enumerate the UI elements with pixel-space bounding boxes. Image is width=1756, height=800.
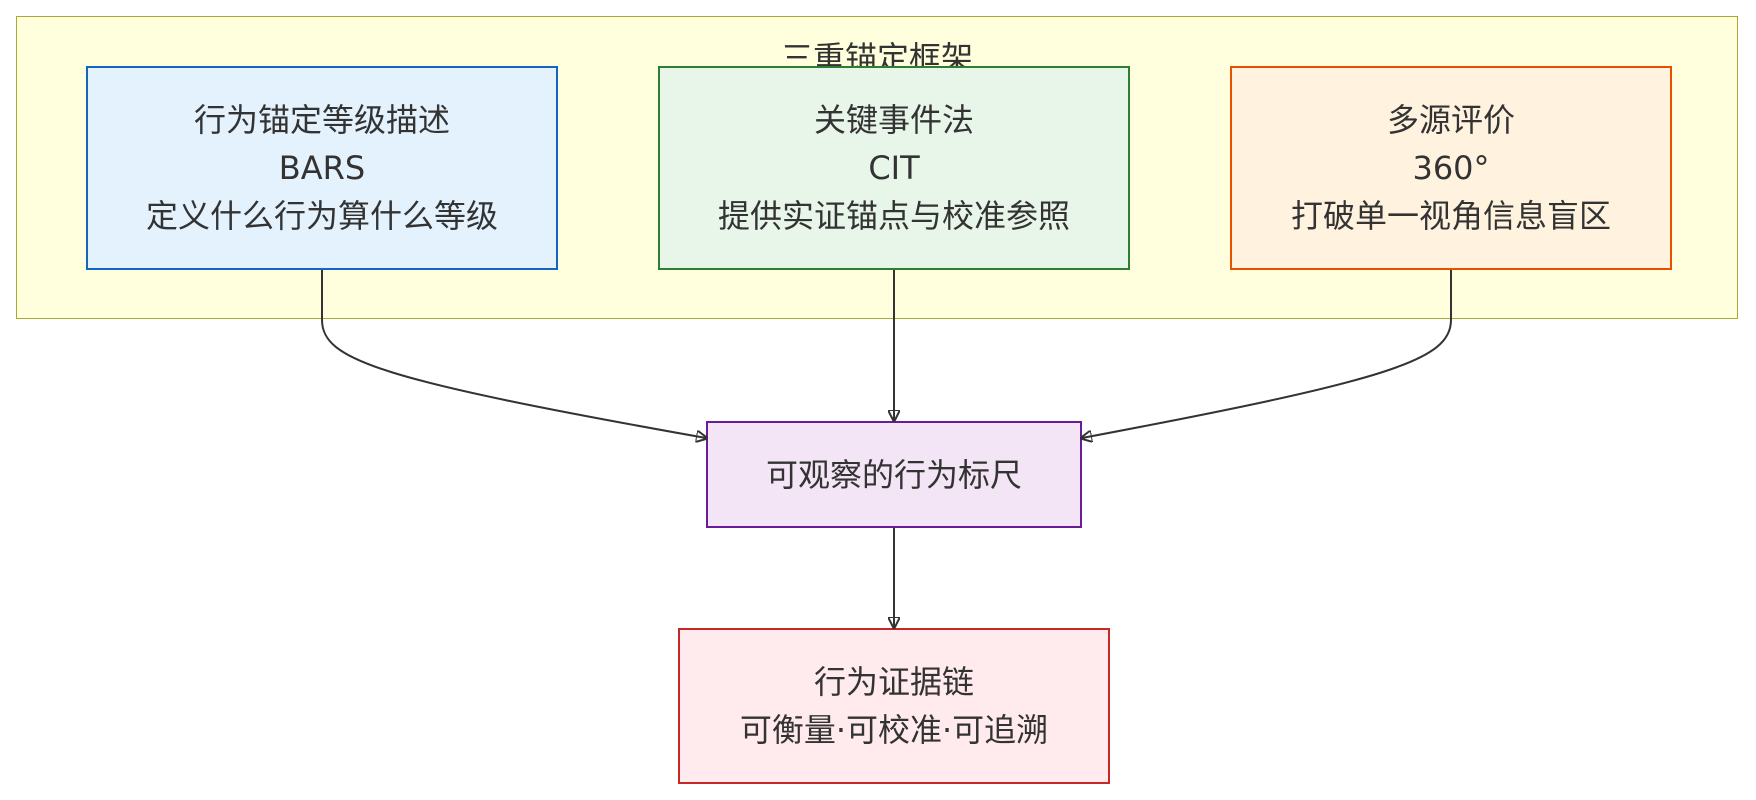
node-cit-title: 关键事件法 (813, 101, 974, 139)
node-multi-source: 多源评价 360° 打破单一视角信息盲区 (1230, 66, 1672, 270)
node-multi-source-desc: 打破单一视角信息盲区 (1290, 197, 1611, 235)
node-evidence-chain: 行为证据链 可衡量·可校准·可追溯 (678, 628, 1110, 784)
node-multi-source-title: 多源评价 (1386, 101, 1515, 139)
node-behavior-ruler-title: 可观察的行为标尺 (765, 455, 1022, 494)
node-evidence-chain-title: 行为证据链 (813, 663, 974, 701)
node-multi-source-abbr: 360° (1412, 149, 1490, 187)
node-cit: 关键事件法 CIT 提供实证锚点与校准参照 (658, 66, 1130, 270)
node-behavior-ruler: 可观察的行为标尺 (706, 421, 1082, 528)
node-bars-title: 行为锚定等级描述 (193, 101, 450, 139)
node-cit-abbr: CIT (868, 149, 920, 187)
node-bars: 行为锚定等级描述 BARS 定义什么行为算什么等级 (86, 66, 558, 270)
node-evidence-chain-desc: 可衡量·可校准·可追溯 (739, 711, 1049, 749)
node-bars-abbr: BARS (278, 149, 366, 187)
node-cit-desc: 提供实证锚点与校准参照 (717, 197, 1070, 235)
node-bars-desc: 定义什么行为算什么等级 (145, 197, 498, 235)
